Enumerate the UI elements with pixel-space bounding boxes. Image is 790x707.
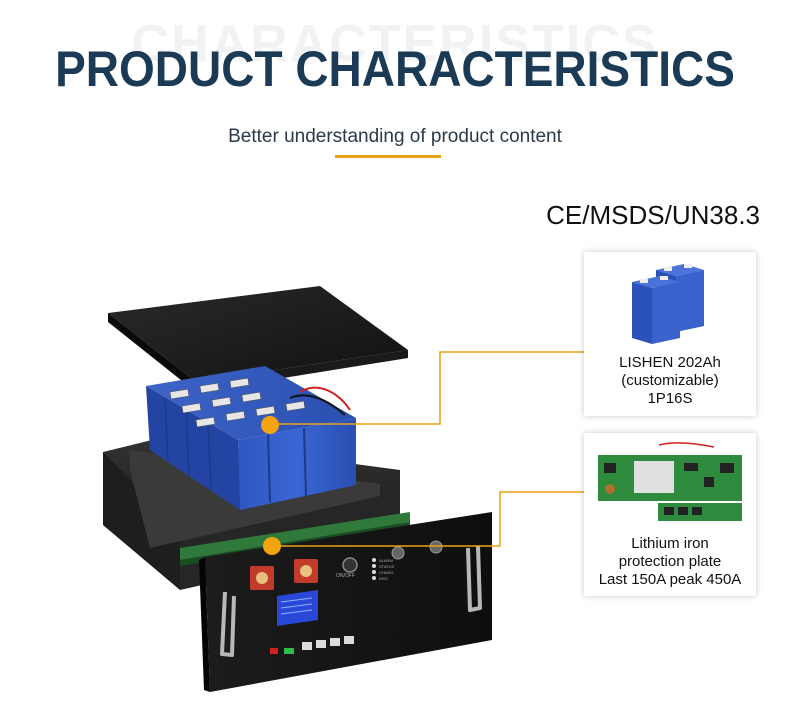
- page-title: PRODUCT CHARACTERISTICS: [55, 41, 735, 97]
- card-cells-text: LISHEN 202Ah (customizable) 1P16S: [584, 354, 756, 408]
- card-bms-line-3: Last 150A peak 450A: [598, 571, 742, 588]
- indicator-charg: CHARG: [379, 570, 393, 575]
- card-bms-line-1: Lithium iron: [631, 535, 709, 552]
- front-panel: [199, 512, 492, 692]
- feature-card-cells: LISHEN 202Ah (customizable) 1P16S: [584, 252, 756, 416]
- card-cells-line-3: 1P16S: [647, 390, 693, 407]
- feature-card-bms: Lithium iron protection plate Last 150A …: [584, 433, 756, 596]
- callout-lines: [261, 351, 584, 555]
- battery-lid: [108, 286, 408, 392]
- indicator-disc: DISC: [379, 576, 389, 581]
- callout-dot-cells: [261, 416, 279, 434]
- circuit-board-icon: [598, 442, 742, 521]
- switch-label: ON/OFF: [336, 573, 355, 579]
- card-bms-text: Lithium iron protection plate Last 150A …: [584, 535, 756, 589]
- title-watermark: CHARACTERISTICS: [131, 15, 659, 73]
- page-subtitle: Better understanding of product content: [228, 126, 562, 147]
- certification-label: CE/MSDS/UN38.3: [546, 200, 760, 230]
- card-cells-line-1: LISHEN 202Ah: [619, 354, 721, 371]
- subtitle-underline: [335, 155, 441, 158]
- battery-cell-icon: [632, 264, 704, 344]
- card-cells-line-2: (customizable): [621, 372, 719, 389]
- battery-cell-pack: [146, 366, 356, 510]
- indicator-alarm: ALARM: [379, 558, 393, 563]
- card-bms-line-2: protection plate: [618, 553, 722, 570]
- callout-dot-bms: [263, 537, 281, 555]
- indicator-status: STATUS: [379, 564, 395, 569]
